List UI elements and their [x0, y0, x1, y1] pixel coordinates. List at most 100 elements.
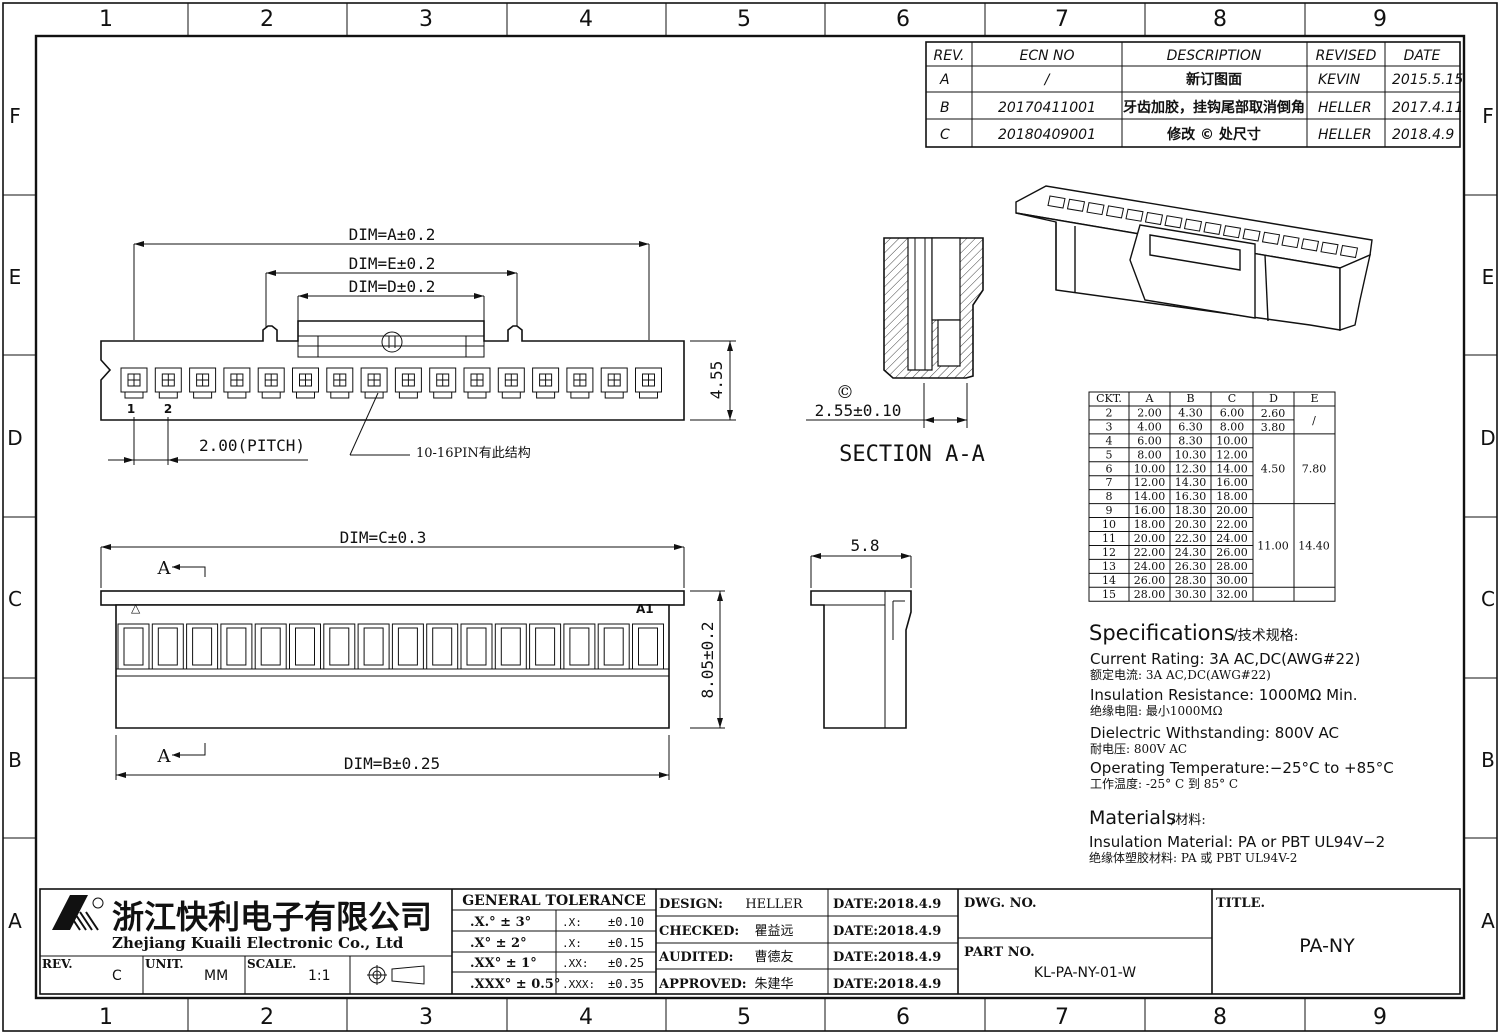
rev-cell: HELLER	[1318, 100, 1372, 116]
dim-d-label: DIM=D±0.2	[349, 277, 436, 296]
rev-header: DESCRIPTION	[1167, 48, 1262, 64]
border-col-label-bottom: 3	[419, 1005, 433, 1030]
dim-table-cell: 26.00	[1134, 574, 1166, 587]
tolerance-linear-value: ±0.25	[608, 956, 644, 970]
bottom-pin-slot	[529, 623, 562, 670]
spec-line-cn: 绝缘电阻: 最小1000MΩ	[1090, 703, 1223, 718]
dim-table-d-value: 3.80	[1261, 421, 1286, 434]
iso-slot	[1086, 202, 1105, 216]
border-row-label-left: E	[9, 265, 22, 289]
iso-slot	[1144, 211, 1164, 226]
border-col-label-bottom: 4	[579, 1005, 593, 1030]
tolerance-title: GENERAL TOLERANCE	[462, 893, 646, 909]
role-name: 曹德友	[754, 949, 793, 965]
border-row-label-right: D	[1480, 426, 1495, 450]
tolerance-linear-value: ±0.15	[608, 936, 644, 950]
rev-cell: 20170411001	[998, 100, 1096, 116]
specifications: Specifications /技术规格: Current Rating: 3A…	[1089, 621, 1394, 865]
tolerance-linear-label: .XXX:	[562, 978, 595, 991]
iso-slot	[1183, 218, 1203, 232]
front-pin-cavity	[566, 367, 594, 399]
rev-cell: A	[939, 72, 950, 88]
section-mark-bottom: A	[157, 746, 172, 767]
tolerance-linear-value: ±0.10	[608, 915, 644, 929]
iso-slot	[1281, 235, 1300, 249]
front-height-label: 4.55	[707, 361, 726, 400]
tolerance-linear-label: .X:	[562, 916, 582, 929]
rev-header: REV.	[934, 48, 965, 64]
isometric-view	[1015, 185, 1373, 331]
date-label: DATE:	[833, 950, 878, 965]
dim-table-cell: 24.00	[1134, 560, 1166, 573]
part-no-label: PART NO.	[964, 945, 1035, 960]
dim-table-cell: 28.30	[1175, 574, 1207, 587]
dim-table-cell: 18.00	[1134, 518, 1166, 531]
pin-1-label: 1	[127, 402, 135, 416]
rev-label: REV.	[42, 957, 73, 971]
dim-table-cell: 8.30	[1178, 434, 1203, 447]
dim-table-cell: 15	[1102, 588, 1116, 601]
material-line-cn: 绝缘体塑胶材料: PA 或 PBT UL94V-2	[1089, 850, 1297, 865]
role-name: HELLER	[745, 897, 804, 912]
border-col-label-bottom: 7	[1055, 1005, 1069, 1030]
dim-table-header: CKT.	[1096, 392, 1122, 405]
rev-header: DATE	[1404, 48, 1441, 64]
tolerance-angle: .XX° ± 1°	[470, 956, 537, 971]
rev-header: REVISED	[1316, 48, 1377, 64]
dim-table-cell: 13	[1102, 560, 1116, 573]
bottom-pin-slot	[117, 623, 150, 670]
front-pin-cavity	[360, 367, 388, 399]
border-col-label-top: 9	[1373, 7, 1387, 32]
dim-table-cell: 14.00	[1134, 490, 1166, 503]
front-pin-cavity	[326, 367, 354, 399]
dim-table-header: D	[1269, 392, 1278, 405]
border-col-label-top: 7	[1055, 7, 1069, 32]
iso-slot	[1047, 195, 1066, 209]
tolerance-angle: .X° ± 2°	[470, 936, 527, 951]
spec-line: Current Rating: 3A AC,DC(AWG#22)	[1090, 650, 1360, 668]
dim-b-label: DIM=B±0.25	[344, 754, 440, 773]
specs-title: Specifications	[1089, 621, 1235, 645]
bottom-pin-slot	[391, 623, 424, 670]
section-mark-top: A	[157, 558, 172, 579]
material-line: Insulation Material: PA or PBT UL94V−2	[1089, 833, 1385, 851]
bottom-pin-slot	[426, 623, 459, 670]
rev-cell: 2015.5.15	[1392, 72, 1463, 88]
dim-table-cell: 4.30	[1178, 406, 1203, 419]
dim-table-cell: 4	[1106, 434, 1113, 447]
border-col-label-top: 3	[419, 7, 433, 32]
dim-table-cell: 8.00	[1137, 448, 1162, 461]
dim-table-d-value: 4.50	[1261, 463, 1286, 476]
role-label: DESIGN:	[659, 897, 723, 912]
border-col-label-top: 2	[260, 7, 274, 32]
dim-table-cell: 14.00	[1216, 462, 1248, 475]
bottom-height-label: 8.05±0.2	[698, 621, 717, 698]
unit-label: UNIT.	[145, 957, 184, 971]
dwg-no-label: DWG. NO.	[964, 896, 1037, 911]
bottom-pin-slot	[357, 623, 390, 670]
dim-table-cell: 12	[1102, 546, 1116, 559]
border-col-label-top: 1	[99, 7, 113, 32]
role-label: AUDITED:	[658, 950, 733, 965]
front-pin-cavity	[257, 367, 285, 399]
front-pin-cavity	[635, 367, 662, 399]
front-pin-cavity	[120, 367, 148, 399]
border-col-label-bottom: 2	[260, 1005, 274, 1030]
dim-a-label: DIM=A±0.2	[349, 225, 436, 244]
dim-table-cell: 20.30	[1175, 518, 1207, 531]
spec-line: Dielectric Withstanding: 800V AC	[1090, 724, 1339, 742]
front-pin-cavity	[463, 367, 491, 399]
dim-table-cell: 5	[1106, 448, 1113, 461]
dim-table-cell: 4.00	[1137, 420, 1162, 433]
dim-table-cell: 6.00	[1220, 406, 1245, 419]
front-pin-cavity	[223, 367, 251, 399]
date-value: 2018.4.9	[878, 924, 941, 939]
spec-line-cn: 耐电压: 800V AC	[1090, 742, 1187, 756]
border-col-label-bottom: 5	[737, 1005, 751, 1030]
front-pin-cavity	[154, 367, 182, 399]
border-row-label-left: F	[9, 104, 21, 128]
dim-table-cell: 12.30	[1175, 462, 1207, 475]
dim-table-d-value: 11.00	[1257, 539, 1289, 552]
